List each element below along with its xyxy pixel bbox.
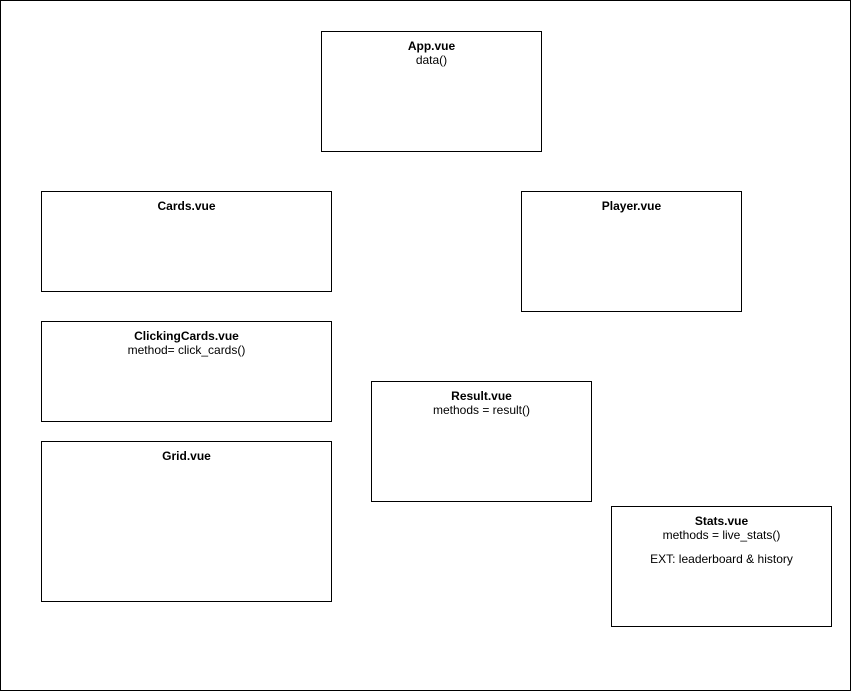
grid-vue-title: Grid.vue — [162, 449, 211, 463]
stats-methods-text: methods = live_stats() — [662, 528, 781, 542]
cards-vue-box[interactable]: Cards.vue — [41, 191, 332, 292]
clicking-cards-vue-box[interactable]: ClickingCards.vue method= click_cards() — [41, 321, 332, 422]
app-vue-title: App.vue — [407, 39, 456, 53]
stats-text-spacer — [612, 542, 831, 552]
player-vue-title: Player.vue — [601, 199, 662, 213]
stats-vue-box[interactable]: Stats.vue methods = live_stats() EXT: le… — [611, 506, 832, 627]
app-vue-data-text: data() — [415, 53, 448, 67]
app-vue-box[interactable]: App.vue data() — [321, 31, 542, 152]
result-vue-box[interactable]: Result.vue methods = result() — [371, 381, 592, 502]
cards-vue-title: Cards.vue — [157, 199, 216, 213]
clicking-cards-vue-title: ClickingCards.vue — [134, 329, 239, 343]
stats-vue-title: Stats.vue — [694, 514, 749, 528]
result-methods-text: methods = result() — [432, 403, 531, 417]
stats-ext-text: EXT: leaderboard & history — [650, 552, 793, 566]
clicking-cards-method-text: method= click_cards() — [127, 343, 246, 357]
player-vue-box[interactable]: Player.vue — [521, 191, 742, 312]
result-vue-title: Result.vue — [451, 389, 512, 403]
grid-vue-box[interactable]: Grid.vue — [41, 441, 332, 602]
